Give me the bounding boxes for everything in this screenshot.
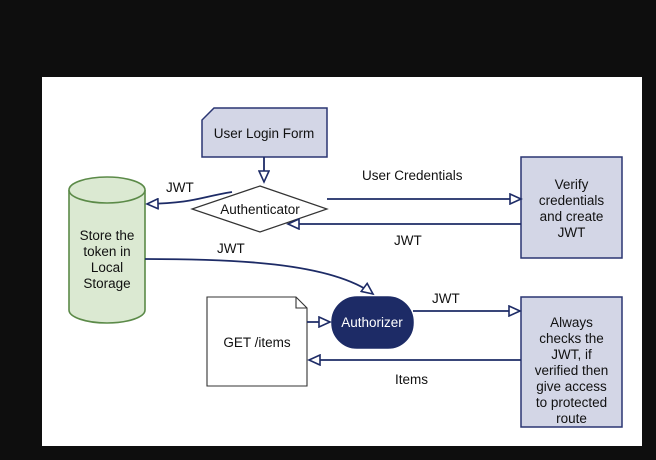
edge-label-user-credentials: User Credentials: [362, 168, 463, 183]
storage-line-2: token in: [83, 244, 131, 259]
verify-label: Verify credentials and create JWT: [521, 177, 622, 241]
get-items-node: [206, 296, 308, 387]
always-line-7: route: [556, 411, 587, 426]
always-checks-node: [520, 296, 623, 428]
always-line-6: to protected: [535, 395, 608, 410]
always-line-2: checks the: [539, 331, 604, 346]
edge-label-jwt-to-check: JWT: [432, 291, 460, 306]
verify-line-2: credentials: [538, 193, 605, 208]
storage-line-1: Store the: [79, 228, 135, 243]
edge-label-jwt-back: JWT: [394, 233, 422, 248]
verify-line-4: JWT: [557, 225, 586, 240]
edge-label-jwt-storage-to-authorizer: JWT: [217, 241, 245, 256]
login-form-label: User Login Form: [213, 126, 315, 141]
always-line-5: give access: [536, 379, 607, 394]
edge-label-jwt-to-storage: JWT: [166, 180, 194, 195]
always-line-4: verified then: [534, 363, 609, 378]
always-line-1: Always: [550, 315, 593, 330]
verify-line-3: and create: [539, 209, 604, 224]
verify-line-1: Verify: [554, 177, 589, 192]
always-line-3: JWT, if: [551, 347, 592, 362]
verify-node: [520, 156, 623, 259]
authorizer-label: Authorizer: [341, 315, 403, 330]
storage-node: [68, 176, 146, 324]
always-checks-label: Always checks the JWT, if verified then …: [521, 315, 622, 427]
edge-storage-to-authorizer: [144, 258, 373, 294]
storage-line-4: Storage: [83, 276, 131, 291]
storage-label: Store the token in Local Storage: [69, 228, 145, 292]
authorizer-node: [331, 296, 414, 349]
edge-jwt-to-storage: [147, 191, 233, 204]
authenticator-label: Authenticator: [220, 202, 300, 217]
edge-label-items: Items: [395, 372, 429, 387]
get-items-label: GET /items: [223, 335, 291, 350]
storage-line-3: Local: [90, 260, 124, 275]
